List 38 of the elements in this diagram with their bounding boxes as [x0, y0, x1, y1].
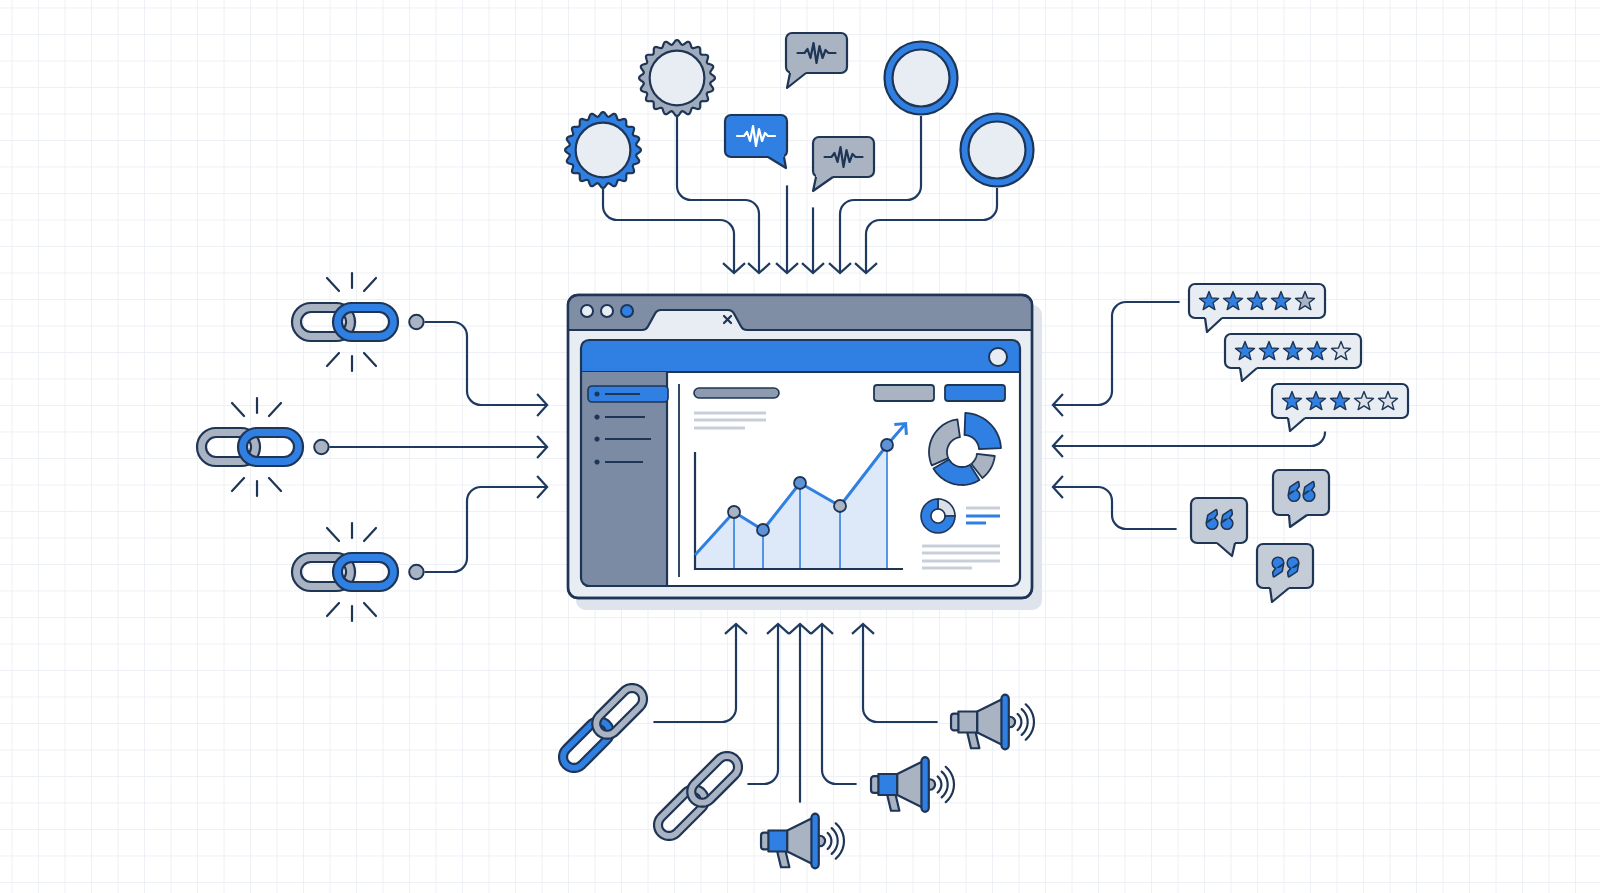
arrow [810, 622, 857, 786]
badge-icon [883, 40, 959, 116]
arrow [854, 187, 999, 275]
star-rating-bubble [1223, 332, 1363, 383]
badge-icon [637, 38, 717, 118]
badge-icon [563, 110, 643, 190]
arrow [424, 475, 549, 574]
quote-bubble-icon [1255, 542, 1315, 604]
arrow [329, 435, 549, 459]
star-rating-bubble [1270, 382, 1410, 433]
badge-icon [959, 112, 1035, 188]
arrow [801, 207, 825, 275]
arrow [775, 185, 799, 275]
arrow [653, 622, 748, 724]
arrow [1051, 300, 1180, 417]
arrow [828, 115, 923, 275]
arrow [1051, 430, 1327, 458]
quote-bubble-icon [1189, 496, 1249, 558]
broken-link-icon [290, 521, 400, 623]
megaphone-icon [869, 756, 956, 813]
arrow [424, 320, 549, 417]
broken-link-icon [290, 271, 400, 373]
waveform-bubble-icon [723, 113, 789, 170]
link-icon [653, 750, 744, 841]
arrow [601, 188, 746, 275]
waveform-bubble-icon [784, 31, 849, 90]
arrow [747, 622, 790, 786]
arrow [1051, 475, 1177, 531]
megaphone-icon [759, 812, 846, 870]
broken-link-icon [195, 396, 305, 498]
arrow [675, 116, 771, 275]
waveform-bubble-icon [811, 135, 876, 193]
arrow [788, 622, 812, 803]
arrow [851, 622, 938, 724]
link-icon [558, 682, 649, 774]
quote-bubble-icon [1271, 468, 1331, 529]
megaphone-icon [949, 693, 1036, 751]
star-rating-bubble [1187, 282, 1327, 334]
